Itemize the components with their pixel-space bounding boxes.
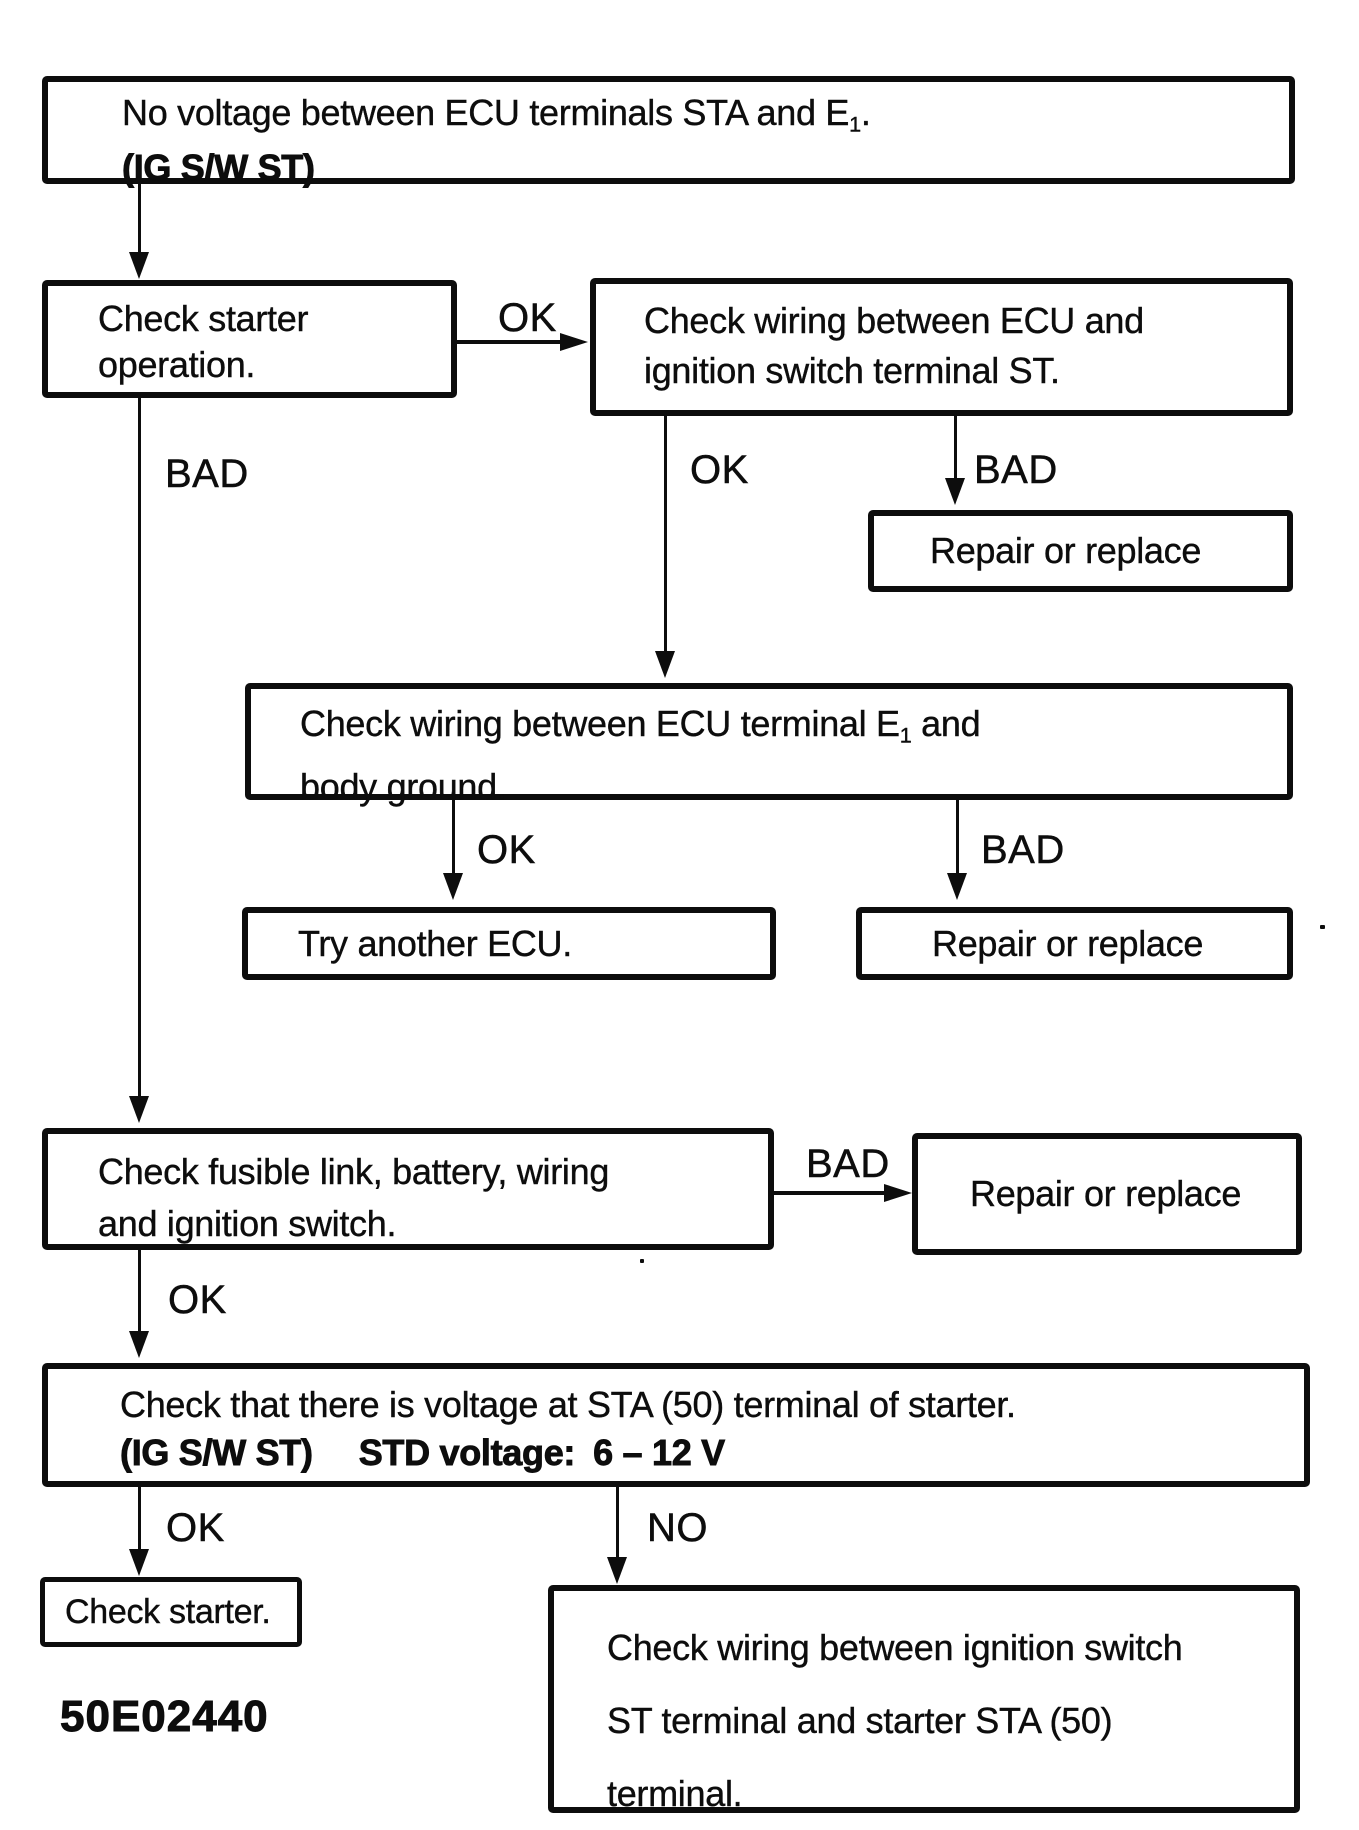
arrowhead-down-icon	[655, 651, 675, 678]
node-text-line: No voltage between ECU terminals STA and…	[122, 92, 871, 137]
edge-label-ok-4: OK	[168, 1278, 227, 1323]
connector-ok-down	[138, 1487, 141, 1551]
arrowhead-right-icon	[884, 1184, 912, 1202]
connector-bad-right	[774, 1191, 886, 1195]
scan-speck	[640, 1259, 644, 1263]
node-repair-or-replace-2: Repair or replace	[856, 907, 1293, 980]
node-try-another-ecu: Try another ECU.	[242, 907, 776, 980]
arrowhead-right-icon	[560, 333, 588, 351]
edge-label-bad-4: BAD	[806, 1142, 890, 1187]
node-text-line: Check wiring between ECU terminal E1 and	[300, 703, 981, 748]
edge-label-ok-1: OK	[498, 296, 557, 341]
node-check-fusible-link: Check fusible link, battery, wiring and …	[42, 1128, 774, 1250]
node-text-line: Repair or replace	[970, 1173, 1242, 1214]
subscript-1: 1	[899, 722, 912, 748]
node-text-line: Check starter.	[65, 1592, 271, 1631]
node-text-line: Repair or replace	[930, 530, 1202, 571]
node-text-line: Try another ECU.	[298, 922, 573, 964]
node-text-line: Check wiring between ECU and	[644, 300, 1145, 341]
connector-bad-down	[956, 800, 959, 874]
arrowhead-down-icon	[947, 873, 967, 900]
arrowhead-down-icon	[129, 1096, 149, 1123]
node-check-starter: Check starter.	[40, 1577, 302, 1647]
node-text-line: Check that there is voltage at STA (50) …	[120, 1384, 1016, 1425]
connector-start-down	[138, 184, 141, 254]
subscript-1: 1	[849, 111, 861, 137]
node-repair-or-replace-3: Repair or replace	[912, 1133, 1302, 1255]
edge-label-no-1: NO	[647, 1506, 708, 1551]
node-text-line: (IG S/W ST)	[122, 147, 316, 189]
node-check-wiring-ecu-ignition: Check wiring between ECU and ignition sw…	[590, 278, 1293, 416]
node-text-line: (IG S/W ST)STD voltage:6 – 12 V	[120, 1432, 726, 1474]
node-check-wiring-ignition-starter: Check wiring between ignition switch ST …	[548, 1585, 1300, 1814]
node-check-starter-operation: Check starter operation.	[42, 280, 457, 398]
arrowhead-down-icon	[129, 252, 149, 279]
connector-bad-down	[954, 416, 957, 480]
node-text-line: Check starter	[98, 298, 309, 339]
node-text-line: Check wiring between ignition switch	[607, 1627, 1183, 1668]
edge-label-bad-3: BAD	[165, 452, 249, 497]
arrowhead-down-icon	[945, 478, 965, 505]
connector-ok-down	[664, 416, 667, 654]
node-text-line: ignition switch terminal ST.	[644, 350, 1060, 391]
arrowhead-down-icon	[607, 1557, 627, 1584]
node-repair-or-replace-1: Repair or replace	[868, 510, 1293, 592]
node-text-line: body ground.	[300, 766, 507, 808]
node-text-line: terminal.	[607, 1773, 743, 1814]
edge-label-bad-1: BAD	[974, 448, 1058, 493]
connector-ok-right	[457, 340, 561, 344]
node-text-line: operation.	[98, 344, 256, 385]
edge-label-ok-2: OK	[690, 448, 749, 493]
node-check-wiring-e1-ground: Check wiring between ECU terminal E1 and…	[245, 683, 1293, 808]
edge-label-ok-5: OK	[166, 1506, 225, 1551]
connector-ok-down	[452, 800, 455, 874]
arrowhead-down-icon	[129, 1331, 149, 1358]
node-check-voltage-sta: Check that there is voltage at STA (50) …	[42, 1363, 1310, 1487]
arrowhead-down-icon	[129, 1549, 149, 1576]
connector-ok-down	[138, 1250, 141, 1332]
node-text-line: Check fusible link, battery, wiring	[98, 1151, 610, 1192]
node-text-line: ST terminal and starter STA (50)	[607, 1700, 1113, 1741]
node-text-line: and ignition switch.	[98, 1203, 397, 1244]
node-no-voltage-start: No voltage between ECU terminals STA and…	[42, 76, 1295, 189]
figure-code: 50E02440	[60, 1692, 269, 1742]
edge-label-ok-3: OK	[477, 828, 536, 873]
node-text-line: Repair or replace	[932, 922, 1204, 964]
scan-speck	[1320, 925, 1325, 929]
arrowhead-down-icon	[443, 873, 463, 900]
edge-label-bad-2: BAD	[981, 828, 1065, 873]
connector-bad-long-down	[138, 398, 141, 1098]
connector-no-down	[616, 1487, 619, 1559]
